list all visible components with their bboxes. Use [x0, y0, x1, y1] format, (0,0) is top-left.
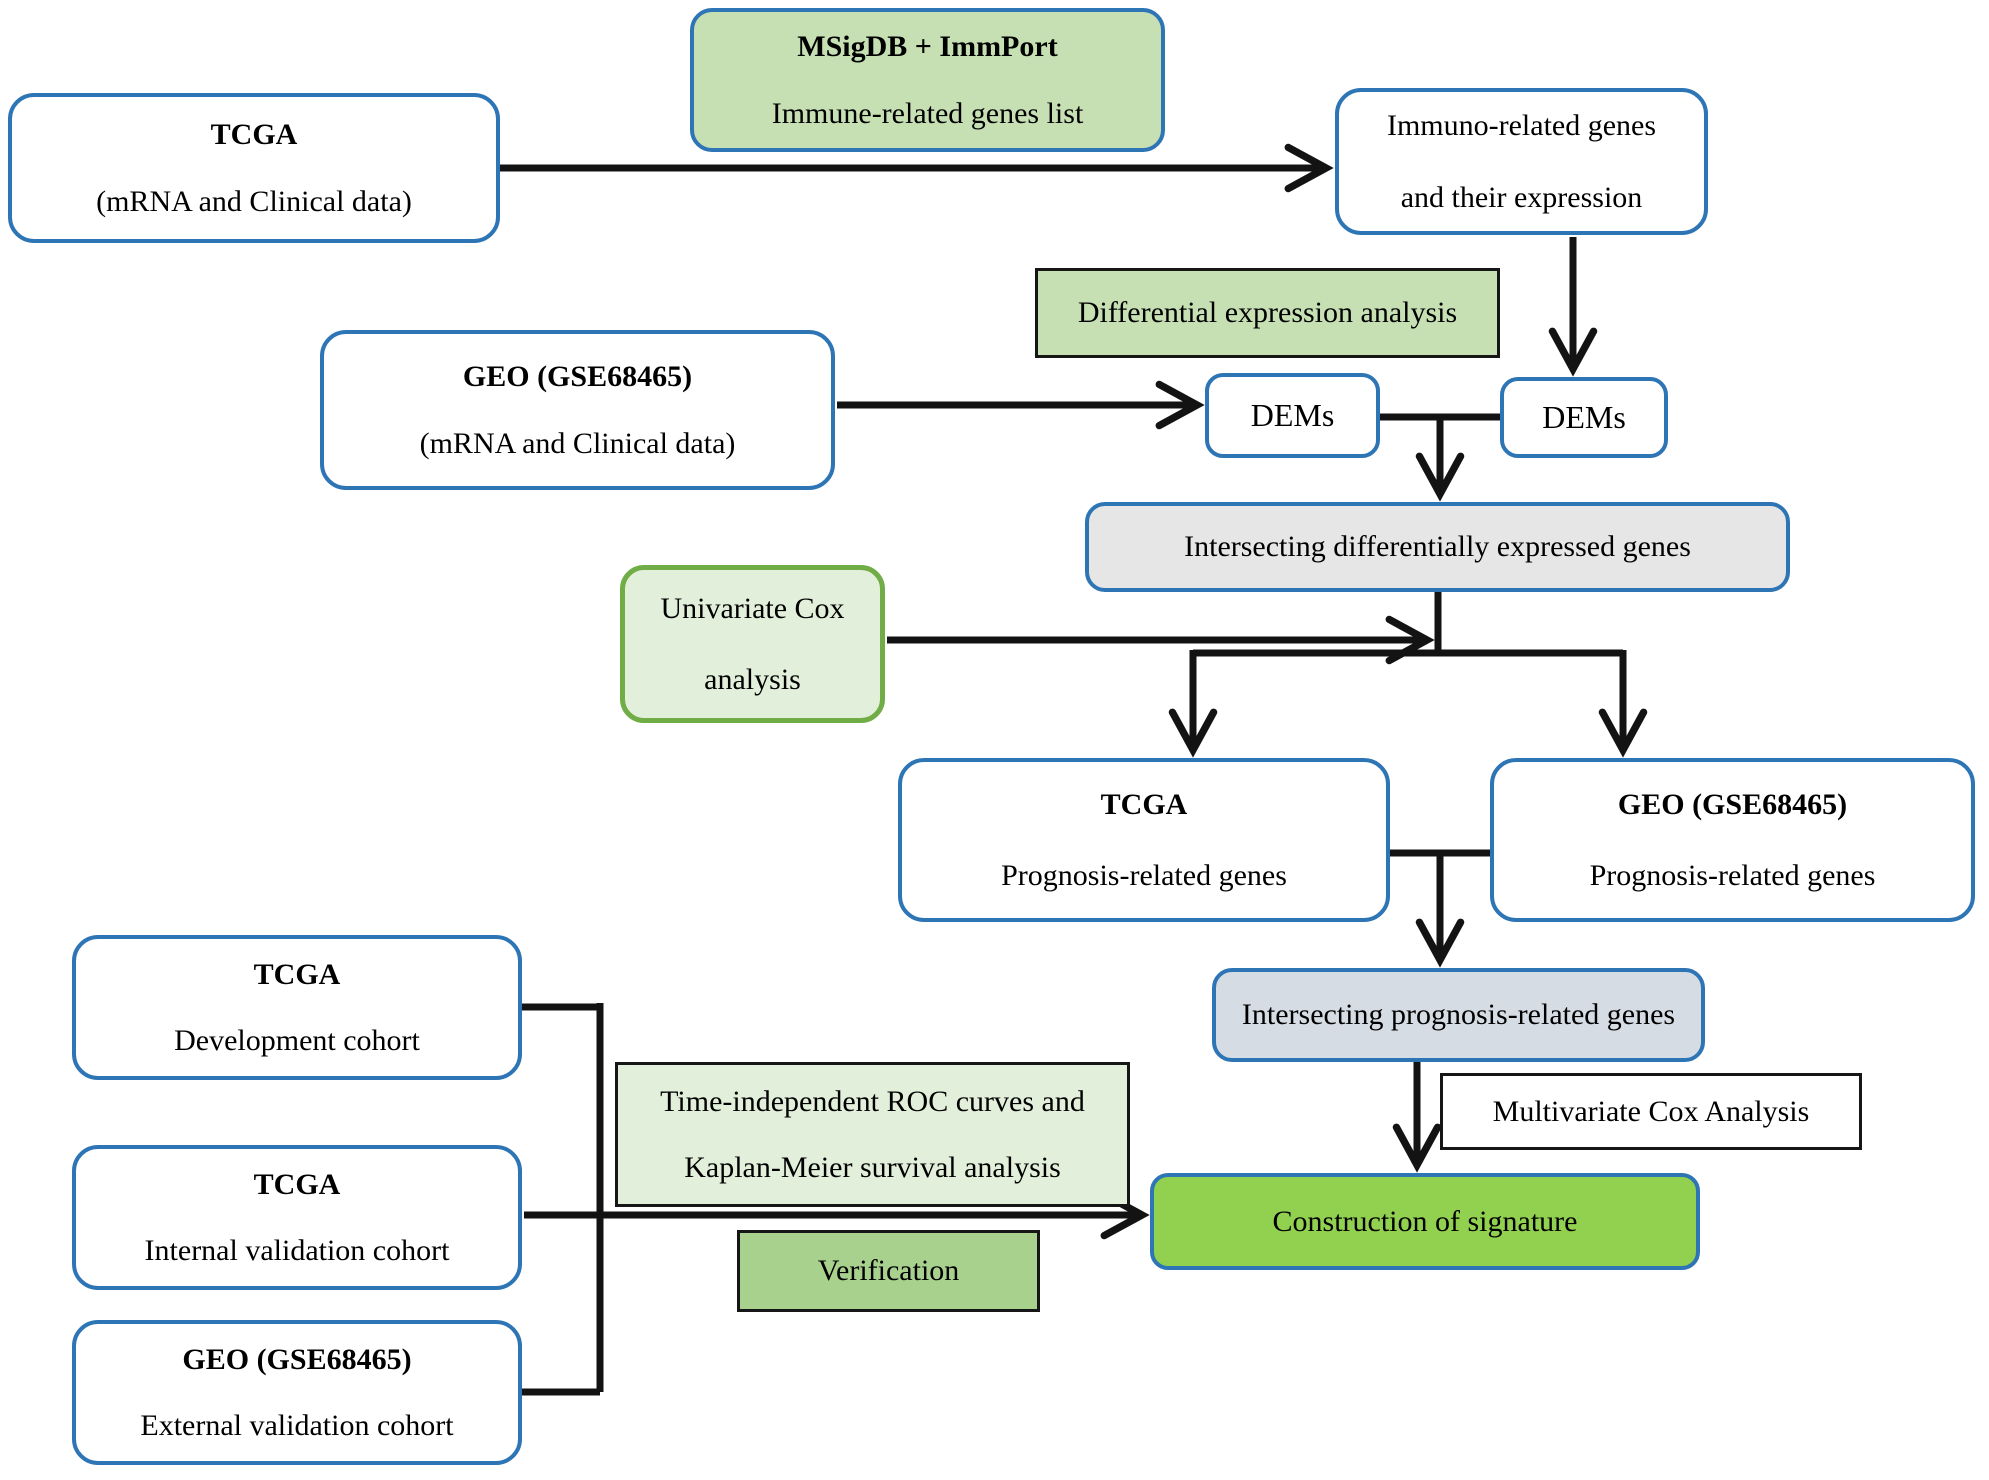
- node-tcga-data: TCGA (mRNA and Clinical data): [8, 93, 500, 243]
- node-differential-expression-analysis: Differential expression analysis: [1035, 268, 1500, 358]
- node-tcga-prognosis-genes: TCGA Prognosis-related genes: [898, 758, 1390, 922]
- node-subtitle: Immune-related genes list: [771, 97, 1084, 130]
- node-multivariate-cox-analysis: Multivariate Cox Analysis: [1440, 1073, 1862, 1150]
- node-title: TCGA: [210, 117, 298, 151]
- node-subtitle: (mRNA and Clinical data): [419, 427, 736, 460]
- node-subtitle: Development cohort: [174, 1023, 420, 1057]
- node-subtitle: (mRNA and Clinical data): [96, 185, 412, 218]
- node-title: Time-independent ROC curves and: [660, 1085, 1085, 1118]
- node-title: GEO (GSE68465): [182, 1343, 412, 1376]
- node-title: DEMs: [1250, 396, 1335, 433]
- node-subtitle: Kaplan-Meier survival analysis: [684, 1150, 1061, 1184]
- node-subtitle: External validation cohort: [140, 1408, 454, 1442]
- node-univariate-cox-analysis: Univariate Cox analysis: [620, 565, 885, 723]
- node-title: GEO (GSE68465): [1617, 787, 1848, 821]
- node-title: Univariate Cox: [660, 591, 845, 625]
- node-title: DEMs: [1542, 398, 1626, 435]
- node-intersecting-prognosis-genes: Intersecting prognosis-related genes: [1212, 968, 1705, 1062]
- node-subtitle: Prognosis-related genes: [1001, 859, 1287, 892]
- node-geo-external-validation-cohort: GEO (GSE68465) External validation cohor…: [72, 1320, 522, 1465]
- node-title: Multivariate Cox Analysis: [1492, 1094, 1810, 1128]
- node-title: Construction of signature: [1272, 1204, 1578, 1238]
- node-geo-prognosis-genes: GEO (GSE68465) Prognosis-related genes: [1490, 758, 1975, 922]
- node-title: GEO (GSE68465): [462, 359, 693, 393]
- node-subtitle: and their expression: [1400, 180, 1643, 214]
- node-subtitle: Internal validation cohort: [144, 1233, 450, 1267]
- node-title: Immuno-related genes: [1386, 109, 1657, 142]
- node-intersecting-deg: Intersecting differentially expressed ge…: [1085, 502, 1790, 592]
- node-title: TCGA: [253, 1168, 341, 1201]
- node-dems-tcga: DEMs: [1500, 377, 1668, 458]
- node-title: TCGA: [253, 958, 341, 991]
- node-title: Verification: [817, 1254, 960, 1288]
- node-immuno-related-genes: Immuno-related genes and their expressio…: [1335, 88, 1708, 235]
- node-msigdb-immport: MSigDB + ImmPort Immune-related genes li…: [690, 8, 1165, 152]
- node-subtitle: Prognosis-related genes: [1589, 859, 1876, 892]
- node-title: Intersecting differentially expressed ge…: [1184, 530, 1691, 564]
- node-tcga-development-cohort: TCGA Development cohort: [72, 935, 522, 1080]
- node-dems-geo: DEMs: [1205, 373, 1380, 458]
- node-tcga-internal-validation-cohort: TCGA Internal validation cohort: [72, 1145, 522, 1290]
- node-title: Differential expression analysis: [1077, 296, 1458, 330]
- node-construction-of-signature: Construction of signature: [1150, 1173, 1700, 1270]
- node-subtitle: analysis: [704, 663, 801, 696]
- node-title: TCGA: [1100, 787, 1188, 821]
- node-title: MSigDB + ImmPort: [797, 29, 1058, 63]
- node-roc-kaplan-meier: Time-independent ROC curves and Kaplan-M…: [615, 1062, 1130, 1207]
- node-verification: Verification: [737, 1230, 1040, 1312]
- node-title: Intersecting prognosis-related genes: [1241, 998, 1676, 1032]
- node-geo-data: GEO (GSE68465) (mRNA and Clinical data): [320, 330, 835, 490]
